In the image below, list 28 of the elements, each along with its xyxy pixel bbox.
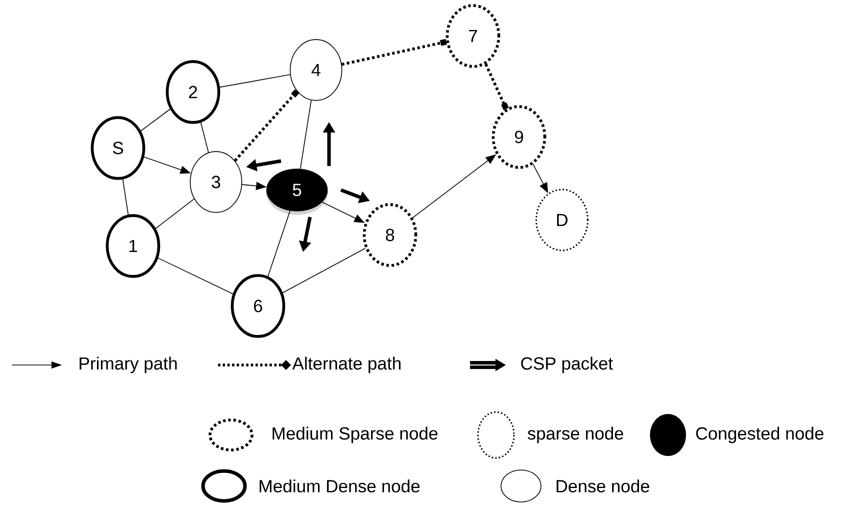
- medium-dense-node: S: [90, 116, 146, 180]
- medium-dense-node: 6: [230, 274, 286, 338]
- medium-dense-node: 2: [166, 60, 220, 124]
- link-line: [155, 198, 194, 229]
- dense-node: 3: [190, 151, 242, 213]
- legend-label: Congested node: [696, 426, 824, 444]
- link-line: [140, 108, 170, 132]
- link-line: [219, 74, 291, 88]
- legend-label: Primary path: [80, 356, 177, 374]
- legend-label: Alternate path: [292, 356, 400, 374]
- legend-label: CSP packet: [521, 356, 613, 374]
- legend-label: Medium Sparse node: [272, 426, 438, 444]
- link-line: [200, 122, 209, 153]
- medium-sparse-node: 9: [492, 105, 546, 169]
- legend-label: Dense node: [556, 480, 650, 492]
- medium-dense-node: 1: [106, 214, 160, 278]
- link-line: [300, 100, 312, 170]
- link-line: [282, 248, 366, 294]
- medium-sparse-node: 7: [446, 4, 500, 68]
- link-line: [122, 178, 129, 216]
- legend-label: Medium Dense node: [260, 480, 420, 492]
- congested-node: 5: [266, 168, 328, 215]
- link-line: [268, 210, 290, 277]
- sparse-node: D: [535, 188, 589, 252]
- legend-label: sparse node: [528, 426, 624, 444]
- dense-node: 4: [290, 39, 342, 101]
- medium-sparse-node: 8: [362, 203, 418, 267]
- link-line: [158, 258, 234, 294]
